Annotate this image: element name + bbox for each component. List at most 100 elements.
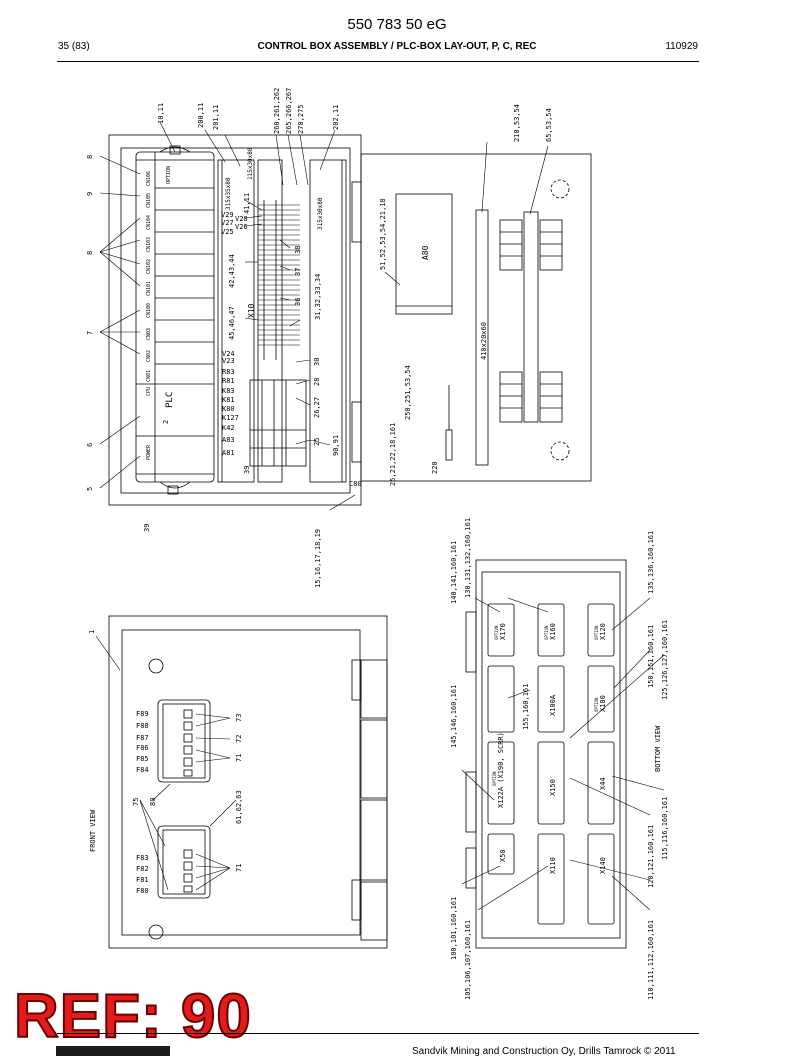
connector-x50: X50 xyxy=(499,849,507,862)
callout-15: 15,16,17,18,19 xyxy=(314,529,322,588)
cable-duct-315x30x80 xyxy=(309,159,347,483)
plc-slot-cn103: CN103 xyxy=(146,237,152,252)
v-label-v23: V23 xyxy=(222,357,235,365)
plc-power: POWER xyxy=(146,444,152,460)
k-label-a83: A83 xyxy=(222,436,235,444)
callout-41-11: 41,11 xyxy=(243,193,251,214)
bottom-callout-150: 150,151,160,161 xyxy=(647,625,655,688)
callout-8-b: 8 xyxy=(86,251,94,255)
callout-25-21: 25,21,22,18,161 xyxy=(389,423,397,486)
k-label-r83: R83 xyxy=(222,368,235,376)
bottom-callout-105: 105,106,107,160,161 xyxy=(464,920,472,1000)
v-label-v25: V25 xyxy=(221,228,234,236)
callout-25: 25 xyxy=(313,438,321,446)
callout-65: 65,53,54 xyxy=(545,108,553,142)
callout-51: 51,52,53,54,21,18 xyxy=(379,198,387,270)
bottom-callout-130: 130,131,132,160,161 xyxy=(464,518,472,598)
label-c80: C80 xyxy=(349,480,362,488)
v-label-v27: V27 xyxy=(221,219,234,227)
cable-duct-115x30x80 xyxy=(217,159,255,483)
callout-270: 270,275 xyxy=(297,104,305,134)
callout-9: 9 xyxy=(86,192,94,196)
callout-39-outer: 39 xyxy=(143,524,151,532)
k-label-k83: K83 xyxy=(222,387,235,395)
k-label-k81: K81 xyxy=(222,396,235,404)
footer-copyright: Sandvik Mining and Construction Oy, Dril… xyxy=(412,1046,676,1057)
reference-stamp: REF: 90 xyxy=(13,982,252,1051)
bottom-callout-100: 100,101,160,161 xyxy=(450,897,458,960)
front-view-box-outer xyxy=(108,615,388,949)
callout-31: 31,32,33,34 xyxy=(314,274,322,320)
callout-37: 37 xyxy=(294,268,302,276)
document-date: 110929 xyxy=(665,41,698,52)
plc-slot-cn100: CN100 xyxy=(146,303,152,318)
connector-x180-tag: OPTION xyxy=(594,697,599,712)
relay-block xyxy=(249,379,307,467)
bottom-view-label: BOTTOM VIEW xyxy=(654,725,662,772)
callout-39-inner: 39 xyxy=(243,466,251,474)
plc-option: OPTION xyxy=(166,166,172,184)
callout-10-11: 10,11 xyxy=(157,103,165,124)
module-a80: A80 xyxy=(421,245,430,260)
plc-slot-cn102: CN102 xyxy=(146,259,152,274)
bottom-callout-125: 125,126,127,160,161 xyxy=(661,620,669,700)
callout-200-11: 200,11 xyxy=(197,103,205,128)
callout-250: 250,251,53,54 xyxy=(404,365,412,420)
callout-90: 90,91 xyxy=(332,435,340,456)
bottom-callout-145: 145,146,160,161 xyxy=(450,685,458,748)
front-callout-61: 61,62,63 xyxy=(235,790,243,824)
connector-x122a: X122A (X190, SCRR) xyxy=(497,732,505,808)
k-label-k42: K42 xyxy=(222,424,235,432)
callout-28: 28 xyxy=(313,378,321,386)
sandvik-logo xyxy=(56,1046,170,1056)
connector-x44: X44 xyxy=(599,777,607,790)
lid-panel xyxy=(360,153,592,482)
document-number: 550 783 50 eG xyxy=(347,16,447,33)
front-view-label: FRONT VIEW xyxy=(89,809,97,852)
v-label-v28: V28 xyxy=(235,215,248,223)
v-label-v24: V24 xyxy=(222,350,235,358)
callout-26: 26,27 xyxy=(313,397,321,418)
callout-265: 265,266,267 xyxy=(285,88,293,134)
header-rule xyxy=(57,61,699,62)
terminal-rail xyxy=(523,211,539,423)
callout-201-11: 201,11 xyxy=(212,105,220,130)
fuse-f88: F88 xyxy=(136,722,149,730)
connector-x122a-tag: OPTION xyxy=(492,771,497,786)
fuse-holder-lower xyxy=(157,825,211,899)
fuse-f85: F85 xyxy=(136,755,149,763)
front-callout-71b: 71 xyxy=(235,864,243,872)
fuse-f89: F89 xyxy=(136,710,149,718)
plc-slot-cn03: CN03 xyxy=(146,328,152,340)
duct-315x30x80: 315x30x80 xyxy=(317,197,324,230)
din-rail-x10 xyxy=(257,159,283,483)
connector-x110: X110 xyxy=(549,857,557,874)
callout-6: 6 xyxy=(86,443,94,447)
plc-slot-cn01: CN01 xyxy=(146,370,152,382)
connector-x170: X170 xyxy=(499,623,507,640)
callout-45: 45,46,47 xyxy=(228,306,236,340)
duct-315x35x80: 315x35x80 xyxy=(225,177,232,210)
plc-slot-cn105: CN105 xyxy=(146,193,152,208)
plc-label: PLC xyxy=(165,392,175,408)
front-callout-75: 75 xyxy=(132,798,140,806)
connector-x180: X180 xyxy=(599,695,607,712)
connector-x140: X140 xyxy=(599,857,607,874)
callout-5: 5 xyxy=(86,487,94,491)
bottom-plate-outer xyxy=(475,559,627,949)
plc-slot-cn02: CN02 xyxy=(146,350,152,362)
plc-slot-cn101: CN101 xyxy=(146,281,152,296)
k-label-k127: K127 xyxy=(222,414,239,422)
connector-x120: X120 xyxy=(599,623,607,640)
connector-x120-tag: OPTION xyxy=(594,625,599,640)
v-label-v26: V26 xyxy=(235,223,248,231)
fuse-f84: F84 xyxy=(136,766,149,774)
callout-7: 7 xyxy=(86,331,94,335)
connector-x100a: X100A xyxy=(549,694,557,716)
v-label-v29: V29 xyxy=(221,211,234,219)
plc-cpu: CPU xyxy=(146,387,152,396)
k-label-k80: K80 xyxy=(222,405,235,413)
callout-42: 42,43,44 xyxy=(228,254,236,288)
footer-rule xyxy=(57,1033,699,1034)
